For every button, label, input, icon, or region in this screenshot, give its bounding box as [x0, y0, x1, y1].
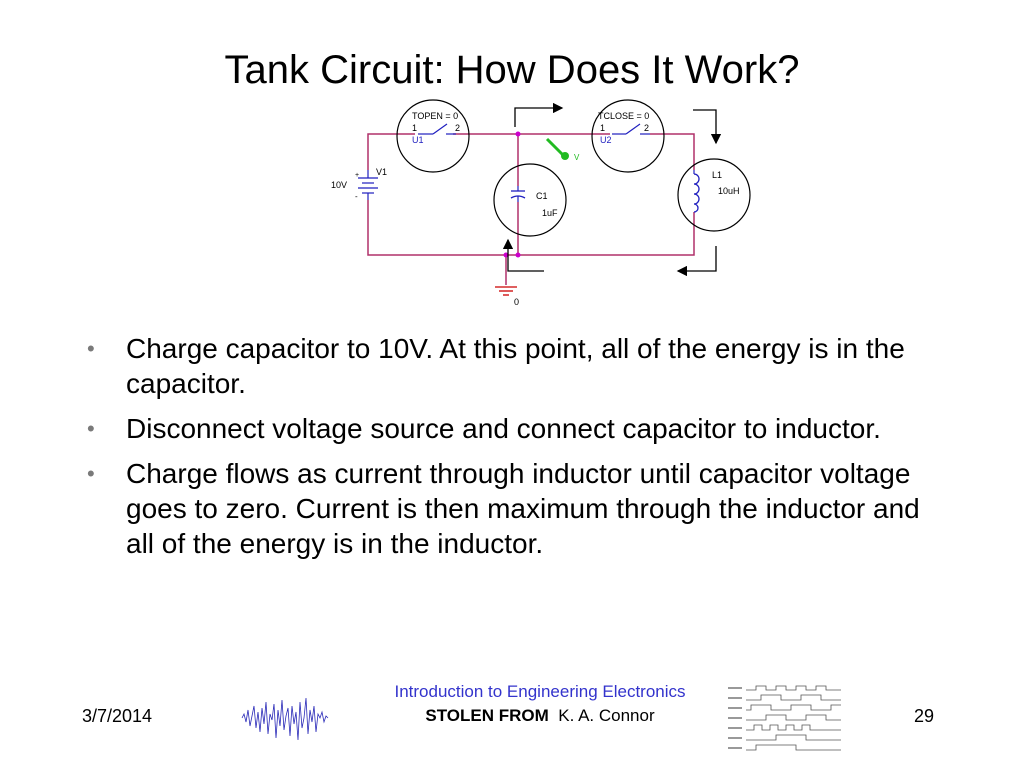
circuit-nodes — [503, 131, 521, 258]
bullet-item: • Charge capacitor to 10V. At this point… — [82, 331, 922, 401]
source-value: 10V — [331, 180, 347, 190]
bullet-text: Disconnect voltage source and connect ca… — [126, 413, 881, 444]
ground-symbol: 0 — [495, 286, 519, 307]
bullet-text: Charge flows as current through inductor… — [126, 458, 920, 559]
bullet-item: • Disconnect voltage source and connect … — [82, 411, 922, 446]
switch-u2-param: TCLOSE = 0 — [598, 111, 649, 121]
voltage-source-v1: + - V1 10V — [331, 167, 387, 201]
capacitor-c1: C1 1uF — [510, 186, 558, 218]
switch-u1: TOPEN = 0 1 2 U1 — [412, 111, 460, 145]
bullet-glyph: • — [87, 336, 95, 361]
ground-label: 0 — [514, 297, 519, 307]
slide-title: Tank Circuit: How Does It Work? — [224, 48, 800, 92]
inductor-l1: L1 10uH — [693, 170, 740, 213]
source-name: V1 — [376, 167, 387, 177]
switch-u2-pin2: 2 — [644, 123, 649, 133]
bullet-list: • Charge capacitor to 10V. At this point… — [82, 331, 922, 571]
footer-date: 3/7/2014 — [82, 706, 153, 726]
bullet-glyph: • — [87, 416, 95, 441]
footer-course-link[interactable]: Introduction to Engineering Electronics — [394, 682, 686, 701]
bullet-item: • Charge flows as current through induct… — [82, 456, 922, 561]
footer-credit: STOLEN FROM K. A. Connor — [330, 706, 750, 726]
timing-diagram-logo — [728, 685, 841, 751]
switch-u1-param: TOPEN = 0 — [412, 111, 458, 121]
switch-u1-pin2: 2 — [455, 123, 460, 133]
page-number: 29 — [914, 706, 935, 726]
circuit-wires — [367, 133, 695, 285]
bullet-text: Charge capacitor to 10V. At this point, … — [126, 333, 905, 399]
current-flow-arrows — [502, 102, 722, 277]
capacitor-name: C1 — [536, 191, 548, 201]
tank-circuit-schematic: TOPEN = 0 1 2 U1 TCLOSE = 0 1 2 U2 + - V… — [331, 99, 751, 307]
credit-name: K. A. Connor — [558, 706, 655, 725]
source-plus: + — [355, 172, 359, 179]
switch-u2: TCLOSE = 0 1 2 U2 — [598, 111, 650, 145]
switch-u2-pin1: 1 — [600, 123, 605, 133]
credit-label: STOLEN FROM — [425, 706, 549, 725]
inductor-name: L1 — [712, 170, 722, 180]
switch-u2-name: U2 — [600, 135, 612, 145]
capacitor-value: 1uF — [542, 208, 558, 218]
probe-label: V — [574, 153, 580, 162]
switch-u1-name: U1 — [412, 135, 424, 145]
source-minus: - — [355, 192, 358, 201]
highlight-circles — [396, 99, 751, 237]
voltage-probe: V — [545, 137, 580, 162]
switch-u1-pin1: 1 — [412, 123, 417, 133]
noise-waveform-logo — [241, 697, 329, 741]
inductor-value: 10uH — [718, 186, 740, 196]
bullet-glyph: • — [87, 461, 95, 486]
